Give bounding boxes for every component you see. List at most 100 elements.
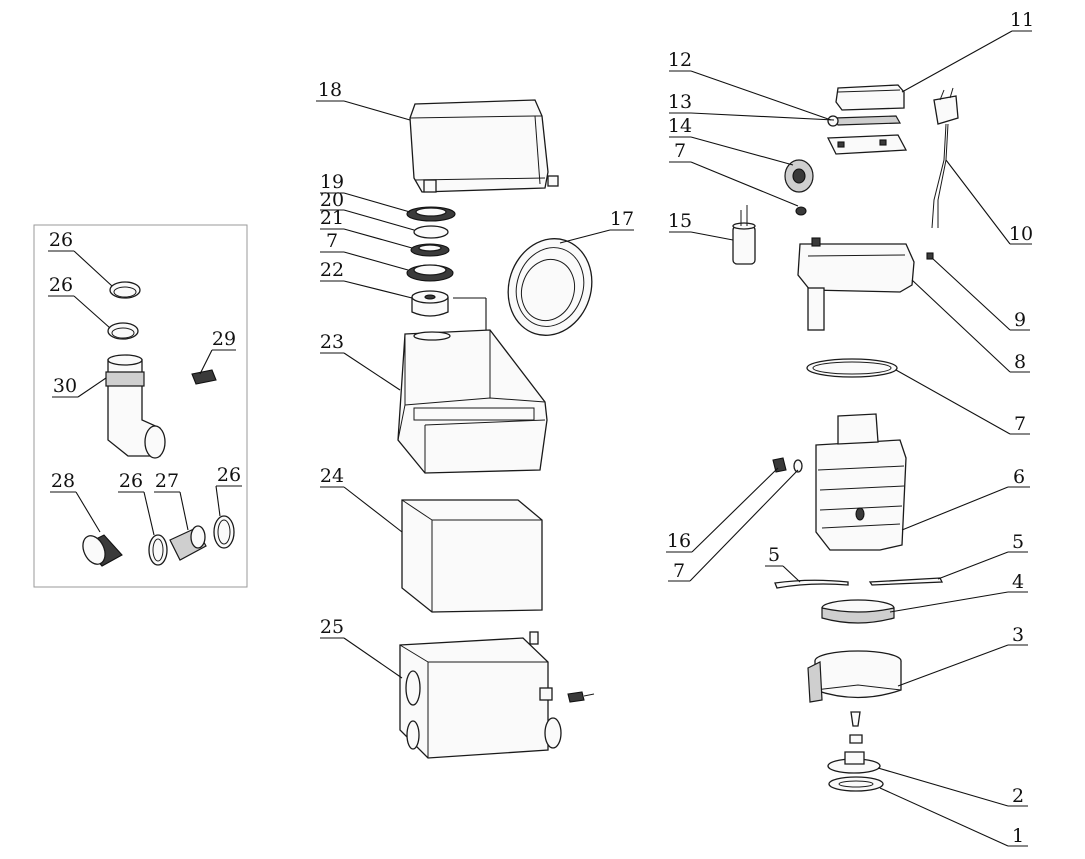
svg-text:17: 17: [610, 208, 634, 230]
part-18-top-cover: [409, 99, 559, 193]
part-14-base-plate: [826, 134, 908, 155]
part-2-base-flange: [827, 751, 881, 774]
callout-21: 21: [320, 207, 413, 249]
svg-text:16: 16: [667, 530, 691, 552]
svg-text:23: 23: [320, 331, 344, 353]
callout-25: 25: [320, 616, 403, 679]
svg-text:20: 20: [320, 189, 344, 211]
callout-10: 10: [945, 159, 1033, 245]
part-26-clamp-lower-left: [148, 534, 168, 566]
callout-7-middle: 7: [320, 230, 409, 271]
svg-text:28: 28: [51, 470, 75, 492]
callout-11: 11: [901, 9, 1034, 93]
callout-3: 3: [897, 624, 1028, 687]
svg-text:21: 21: [320, 207, 344, 229]
part-20-washer: [413, 225, 449, 239]
part-26-clamp-second: [107, 322, 139, 340]
part-3-pump-housing: [807, 650, 902, 703]
callout-19: 19: [320, 171, 411, 213]
callout-15: 15: [668, 210, 734, 241]
part-19-disc: [406, 206, 456, 222]
part-29-small-plate: [191, 369, 217, 385]
callout-17: 17: [559, 208, 634, 244]
part-6-motor-body: [815, 413, 907, 551]
part-11-control-box: [835, 84, 905, 111]
part-12-small-cap: [827, 115, 839, 127]
part-5-strip-right: [868, 577, 944, 586]
part-26-clamp-top: [109, 281, 141, 299]
callout-7-clip: 7: [668, 469, 799, 582]
callout-6: 6: [901, 466, 1030, 531]
part-small-stud: [849, 711, 863, 744]
part-13-gasket: [832, 115, 902, 126]
svg-text:7: 7: [1014, 413, 1026, 435]
svg-text:8: 8: [1014, 351, 1026, 373]
callout-9: 9: [931, 257, 1030, 331]
svg-text:29: 29: [212, 328, 236, 350]
callout-5-left: 5: [765, 544, 801, 583]
callout-20: 20: [320, 189, 415, 231]
part-screw: [567, 691, 595, 703]
part-27-coupling: [169, 525, 207, 561]
part-16-small-clip: [772, 457, 803, 473]
svg-text:10: 10: [1009, 223, 1033, 245]
svg-text:22: 22: [320, 259, 344, 281]
svg-text:14: 14: [668, 115, 692, 137]
part-5-strip-left: [774, 579, 849, 589]
part-26-clamp-lower-right: [213, 515, 235, 549]
callout-4: 4: [889, 571, 1028, 613]
svg-text:26: 26: [119, 470, 143, 492]
callout-16: 16: [666, 467, 779, 553]
part-8-motor-cover: [797, 237, 915, 331]
callout-26-second: 26: [48, 274, 111, 329]
svg-text:13: 13: [668, 91, 692, 113]
svg-text:26: 26: [49, 274, 73, 296]
svg-text:15: 15: [668, 210, 692, 232]
callout-30: 30: [52, 375, 107, 398]
svg-text:26: 26: [49, 229, 73, 251]
svg-text:25: 25: [320, 616, 344, 638]
callout-23: 23: [320, 331, 401, 391]
part-15-capacitor: [732, 205, 756, 265]
callout-26-lower-right: 26: [215, 464, 242, 517]
svg-text:5: 5: [768, 544, 780, 566]
callout-14: 14: [668, 115, 794, 166]
callout-28: 28: [50, 470, 101, 533]
svg-text:26: 26: [217, 464, 241, 486]
callout-7-upper-right: 7: [669, 140, 799, 207]
svg-text:19: 19: [320, 171, 344, 193]
callout-29: 29: [199, 328, 236, 375]
callout-5-right: 5: [937, 531, 1028, 580]
part-switch-unit: [784, 159, 814, 193]
part-1-bottom-gasket: [828, 776, 884, 792]
part-22-float: [411, 290, 449, 317]
part-7-small-oring: [795, 206, 807, 216]
svg-text:24: 24: [320, 465, 344, 487]
callout-26-top: 26: [48, 229, 113, 287]
part-17-ring-seal: [507, 238, 593, 336]
svg-text:2: 2: [1012, 785, 1024, 807]
svg-text:5: 5: [1012, 531, 1024, 553]
part-25-tank: [399, 631, 562, 759]
callout-2: 2: [877, 767, 1028, 807]
svg-text:3: 3: [1012, 624, 1024, 646]
svg-text:12: 12: [668, 49, 692, 71]
part-10-power-plug: [931, 87, 959, 229]
svg-text:27: 27: [155, 470, 179, 492]
part-28-fitting: [82, 534, 123, 567]
part-23-housing: [397, 329, 548, 474]
part-21-disc: [410, 243, 450, 257]
svg-text:7: 7: [326, 230, 338, 252]
svg-text:30: 30: [53, 375, 77, 397]
svg-text:4: 4: [1012, 571, 1024, 593]
callout-12: 12: [668, 49, 832, 121]
svg-text:1: 1: [1012, 825, 1024, 847]
svg-text:6: 6: [1013, 466, 1025, 488]
callout-1: 1: [879, 787, 1028, 847]
callout-13: 13: [668, 91, 835, 121]
part-4-impeller-disc: [821, 599, 895, 624]
callout-label: 11: [1010, 9, 1034, 31]
callout-26-lower-left: 26: [118, 470, 155, 536]
callout-24: 24: [320, 465, 403, 533]
callout-27: 27: [154, 470, 189, 531]
